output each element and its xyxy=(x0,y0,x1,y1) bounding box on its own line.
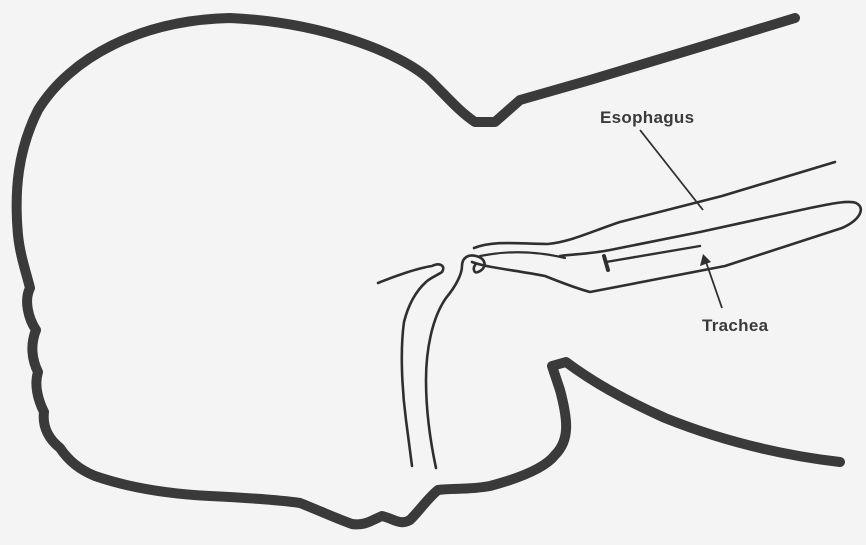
trachea-arrowhead xyxy=(700,254,711,266)
esophagus-leader-line xyxy=(640,130,703,210)
larynx-fold xyxy=(426,255,485,468)
esophagus-label: Esophagus xyxy=(600,108,694,128)
pharynx-upper-wall xyxy=(474,162,835,248)
trachea-tube xyxy=(472,202,861,292)
tube-marker-cap xyxy=(604,256,608,270)
pharynx-inner-fold xyxy=(480,252,565,258)
head-outline xyxy=(17,18,840,524)
trachea-label: Trachea xyxy=(702,316,768,336)
epiglottis xyxy=(378,264,443,466)
